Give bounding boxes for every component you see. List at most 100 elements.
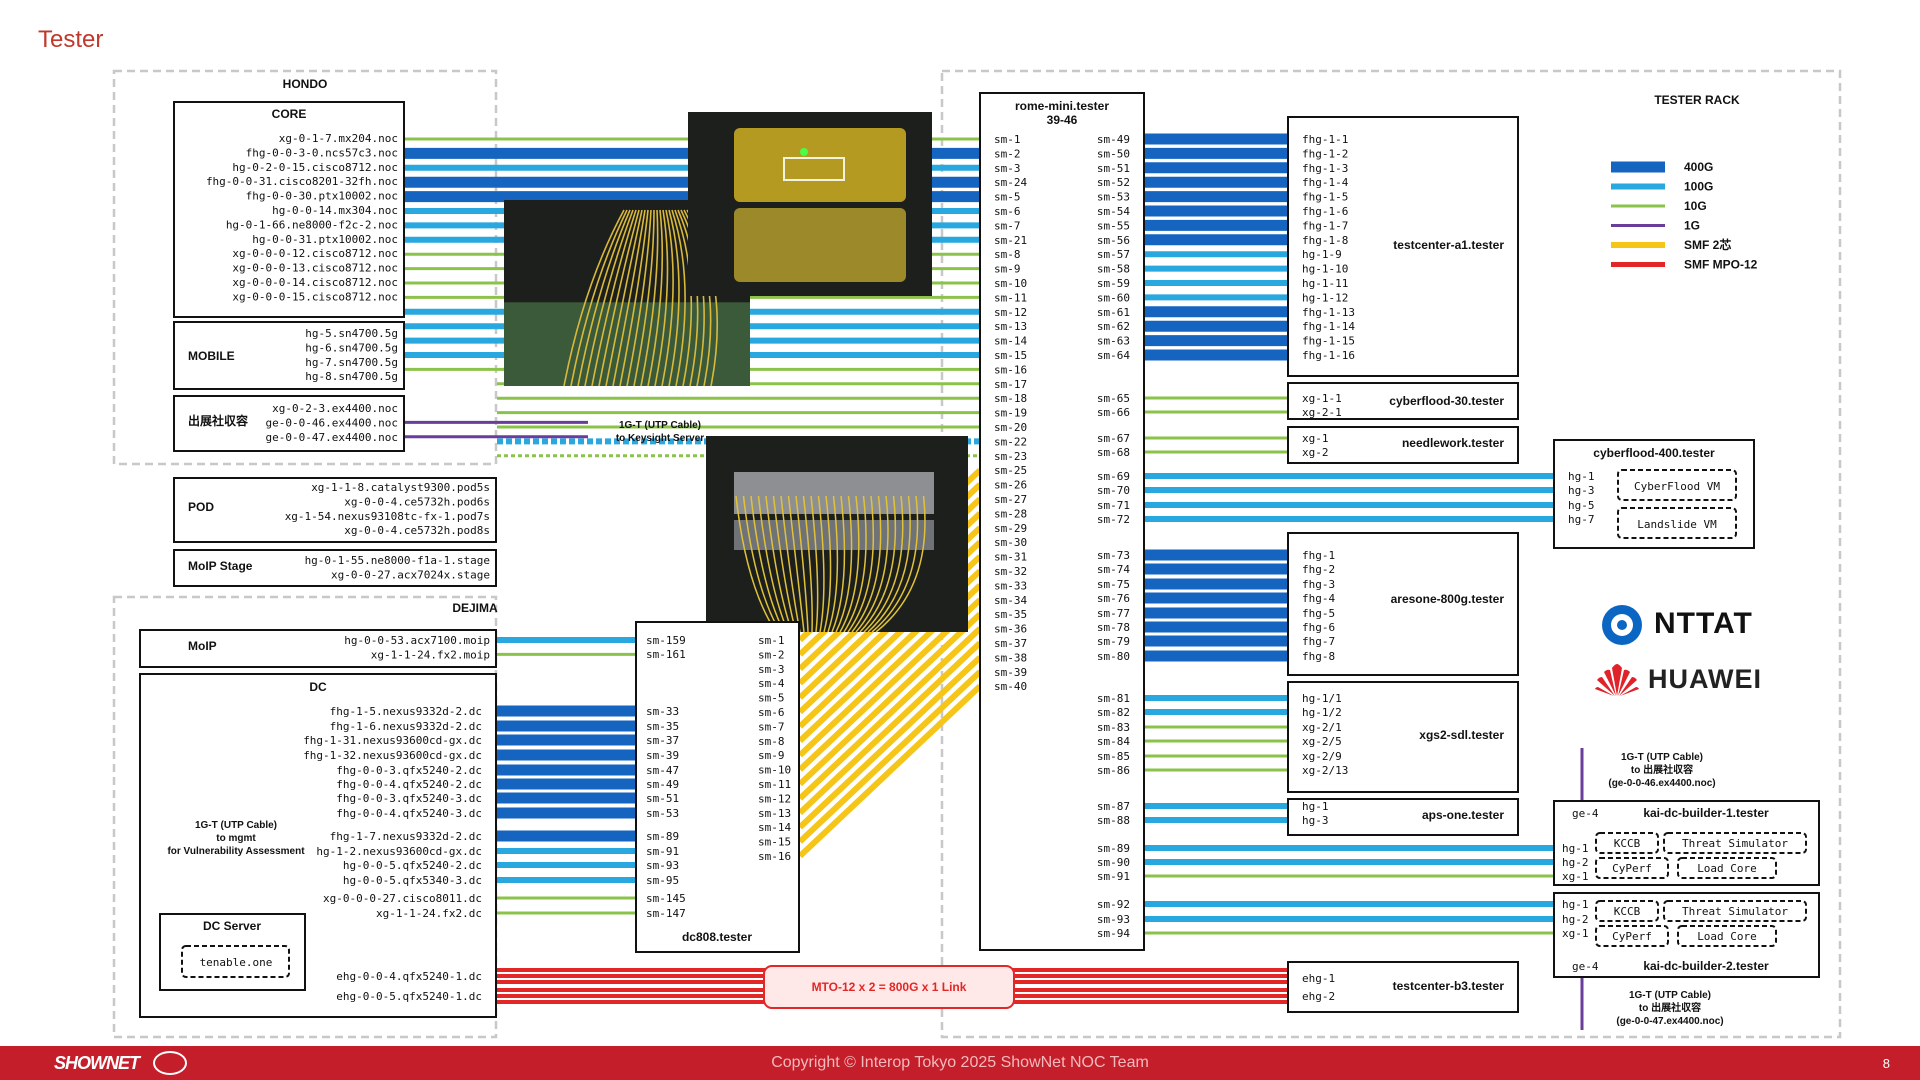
cf30-title: cyberflood-30.tester xyxy=(1389,394,1504,408)
xgs2-port: xg-2/9 xyxy=(1302,750,1342,763)
dc808-port: sm-93 xyxy=(646,859,679,872)
rome-port: sm-68 xyxy=(1097,446,1130,459)
dc-port: fhg-0-0-3.qfx5240-2.dc xyxy=(336,764,482,777)
shutten-note: 1G-T (UTP Cable) xyxy=(1629,990,1711,1001)
tcb3-port: ehg-1 xyxy=(1302,972,1335,985)
shutten-box xyxy=(173,395,405,452)
aresone-port: fhg-2 xyxy=(1302,563,1335,576)
dc808-port: sm-1 xyxy=(758,634,785,647)
aps-port: hg-1 xyxy=(1302,800,1329,813)
moip-box xyxy=(139,629,497,668)
xgs2-box xyxy=(1287,681,1519,793)
dc808-port: sm-11 xyxy=(758,778,791,791)
tester-rack-label: TESTER RACK xyxy=(1654,93,1740,107)
rome-port: sm-21 xyxy=(994,234,1027,247)
rome-port: sm-16 xyxy=(994,363,1027,376)
dc808-port: sm-8 xyxy=(758,735,785,748)
cyperf-label: CyPerf xyxy=(1612,862,1652,875)
rome-port: sm-8 xyxy=(994,248,1021,261)
kccb-box xyxy=(1595,900,1659,922)
tca1-port: fhg-1-15 xyxy=(1302,335,1355,348)
device-boxes xyxy=(139,92,1820,1018)
dc-port: fhg-1-32.nexus93600cd-gx.dc xyxy=(303,749,482,762)
rome-box xyxy=(979,92,1145,951)
aresone-title: aresone-800g.tester xyxy=(1391,592,1505,606)
load-core-box xyxy=(1677,857,1777,879)
cyberflood-vm-label: CyberFlood VM xyxy=(1634,480,1720,493)
rome-port: sm-90 xyxy=(1097,856,1130,869)
rome-port: sm-11 xyxy=(994,291,1027,304)
rome-port: sm-22 xyxy=(994,435,1027,448)
rome-port: sm-2 xyxy=(994,147,1021,160)
dc808-port: sm-3 xyxy=(758,663,785,676)
dc808-port: sm-12 xyxy=(758,792,791,805)
moip-port: hg-0-0-53.acx7100.moip xyxy=(344,634,490,647)
rome-port: sm-89 xyxy=(1097,842,1130,855)
cyperf-box xyxy=(1595,925,1669,947)
footer-bar: SHOWNET Copyright © Interop Tokyo 2025 S… xyxy=(0,1046,1920,1080)
dc808-port: sm-33 xyxy=(646,705,679,718)
threat-simulator-box xyxy=(1663,832,1807,854)
pod-port: xg-1-54.nexus93108tc-fx-1.pod7s xyxy=(285,510,490,523)
rome-port: sm-26 xyxy=(994,479,1027,492)
rome-port: sm-58 xyxy=(1097,263,1130,276)
tenable-box xyxy=(181,945,290,978)
rome-port: sm-69 xyxy=(1097,470,1130,483)
rome-port: sm-37 xyxy=(994,637,1027,650)
xgs2-port: xg-2/13 xyxy=(1302,764,1348,777)
aresone-box xyxy=(1287,532,1519,676)
rome-port: sm-27 xyxy=(994,493,1027,506)
dc808-port: sm-14 xyxy=(758,821,791,834)
dc-port: hg-0-0-5.qfx5340-3.dc xyxy=(343,874,482,887)
rome-port: sm-85 xyxy=(1097,750,1130,763)
rome-port: sm-71 xyxy=(1097,499,1130,512)
rome-port: sm-24 xyxy=(994,176,1027,189)
dc-server-title: DC Server xyxy=(203,919,261,933)
dc-title: DC xyxy=(309,680,327,694)
rome-port: sm-81 xyxy=(1097,692,1130,705)
dc808-port: sm-47 xyxy=(646,764,679,777)
kai2-ge-port: ge-4 xyxy=(1572,960,1599,973)
moipstage-port: hg-0-1-55.ne8000-f1a-1.stage xyxy=(305,554,490,567)
rome-port: sm-80 xyxy=(1097,650,1130,663)
rome-port: sm-35 xyxy=(994,608,1027,621)
rome-port: sm-88 xyxy=(1097,814,1130,827)
pod-port: xg-0-0-4.ce5732h.pod6s xyxy=(344,495,490,508)
needle-title: needlework.tester xyxy=(1402,436,1504,450)
rome-port: sm-30 xyxy=(994,536,1027,549)
aresone-port: fhg-3 xyxy=(1302,578,1335,591)
huawei-logo-text: HUAWEI xyxy=(1648,664,1762,694)
rome-port: sm-50 xyxy=(1097,147,1130,160)
rome-port: sm-32 xyxy=(994,565,1027,578)
mobile-port: hg-6.sn4700.5g xyxy=(305,341,398,354)
kai2-port: xg-1 xyxy=(1562,927,1589,940)
core-port: hg-0-2-0-15.cisco8712.noc xyxy=(232,161,398,174)
dc808-port: sm-37 xyxy=(646,734,679,747)
rome-port: sm-17 xyxy=(994,378,1027,391)
dc808-port: sm-2 xyxy=(758,648,785,661)
core-port: fhg-0-0-3-0.ncs57c3.noc xyxy=(246,146,398,159)
dc-port: fhg-0-0-3.qfx5240-3.dc xyxy=(336,792,482,805)
tca1-port: fhg-1-16 xyxy=(1302,349,1355,362)
moip-port: xg-1-1-24.fx2.moip xyxy=(371,648,490,661)
tca1-port: fhg-1-7 xyxy=(1302,219,1348,232)
kai1-port: hg-2 xyxy=(1562,856,1589,869)
legend-label: 400G xyxy=(1684,160,1713,174)
dc808-port: sm-159 xyxy=(646,634,686,647)
pod-title: POD xyxy=(188,500,214,514)
core-port: hg-0-0-14.mx304.noc xyxy=(272,204,398,217)
threat-simulator-label: Threat Simulator xyxy=(1682,905,1788,918)
tca1-port: fhg-1-3 xyxy=(1302,162,1348,175)
rome-port: sm-51 xyxy=(1097,162,1130,175)
rome-port: sm-23 xyxy=(994,450,1027,463)
tenable-label: tenable.one xyxy=(200,956,273,969)
rack-photo-rome xyxy=(688,112,932,296)
legend-label: 10G xyxy=(1684,199,1707,213)
dc808-port: sm-49 xyxy=(646,778,679,791)
needle-port: xg-2 xyxy=(1302,446,1329,459)
rome-port: sm-57 xyxy=(1097,248,1130,261)
aps-port: hg-3 xyxy=(1302,814,1329,827)
core-port: xg-0-0-0-12.cisco8712.noc xyxy=(232,247,398,260)
dc808-port: sm-53 xyxy=(646,807,679,820)
